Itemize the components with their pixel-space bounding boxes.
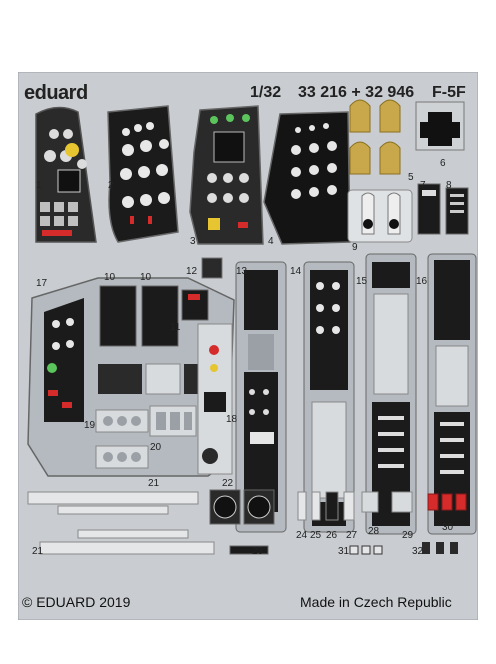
part-number: 26 <box>326 530 338 541</box>
made-in-text: Made in Czech Republic <box>300 594 452 610</box>
part-1-instrument-panel <box>35 106 97 243</box>
part-number: 15 <box>356 276 368 287</box>
parts-24-29-placards <box>297 491 413 521</box>
part-9-straps <box>347 189 413 243</box>
part-18-console-panel <box>197 323 233 475</box>
part-11-panel <box>181 289 209 321</box>
part-12-box <box>201 257 223 279</box>
part-23-strip <box>229 545 269 555</box>
part-number: 5 <box>408 172 414 183</box>
part-16-side-console <box>427 253 477 535</box>
part-number: 12 <box>186 266 198 277</box>
part-8-placard <box>445 187 469 235</box>
part-number: 18 <box>226 414 238 425</box>
part-number: 19 <box>84 420 96 431</box>
part-32-switches <box>422 542 458 554</box>
part-number: 9 <box>352 242 358 253</box>
part-number: 6 <box>440 158 446 169</box>
part-2-instrument-panel <box>107 105 179 243</box>
part-31-switches <box>349 545 383 555</box>
part-number: 22 <box>222 478 234 489</box>
part-13-side-console <box>235 261 287 533</box>
part-number: 21 <box>32 546 44 557</box>
part-21-strip-upper <box>27 491 199 515</box>
product-codes: 33 216 + 32 946 <box>298 84 415 101</box>
part-number: 7 <box>420 180 426 191</box>
part-number: 17 <box>36 278 48 289</box>
photo-etch-fret <box>18 72 478 620</box>
part-number: 20 <box>150 442 162 453</box>
part-number: 25 <box>310 530 322 541</box>
part-30-warning-placards <box>427 493 467 511</box>
aircraft-model: F-5F <box>432 84 466 101</box>
part-4-instrument-panel <box>263 111 351 245</box>
part-3-instrument-panel <box>189 105 264 245</box>
part-19-knobs <box>95 409 149 469</box>
part-number: 28 <box>368 526 380 537</box>
brand-logo: eduard <box>24 82 88 104</box>
part-number: 31 <box>338 546 350 557</box>
part-number: 3 <box>190 236 196 247</box>
part-20-knobs <box>149 405 197 437</box>
part-number: 21 <box>148 478 160 489</box>
part-number: 4 <box>268 236 274 247</box>
part-number: 10 <box>104 272 116 283</box>
part-number: 27 <box>346 530 358 541</box>
copyright-text: © EDUARD 2019 <box>22 594 131 610</box>
part-number: 8 <box>446 180 452 191</box>
part-number: 2 <box>108 180 114 191</box>
part-10-ejection-handles <box>99 285 179 347</box>
part-number: 11 <box>170 322 181 333</box>
part-number: 16 <box>416 276 428 287</box>
part-number: 1 <box>36 180 42 191</box>
part-number: 13 <box>236 266 248 277</box>
part-number: 32 <box>412 546 424 557</box>
part-number: 23 <box>252 546 264 557</box>
part-22-gauges <box>209 489 275 525</box>
part-5-brass-parts <box>349 99 401 175</box>
part-6-panel <box>415 101 465 151</box>
part-number: 29 <box>402 530 414 541</box>
part-number: 24 <box>296 530 308 541</box>
part-number: 30 <box>442 522 454 533</box>
part-21-strip-lower <box>39 529 215 555</box>
part-number: 10 <box>140 272 152 283</box>
part-7-placard <box>417 183 441 235</box>
scale-label: 1/32 <box>250 84 282 101</box>
part-number: 14 <box>290 266 302 277</box>
